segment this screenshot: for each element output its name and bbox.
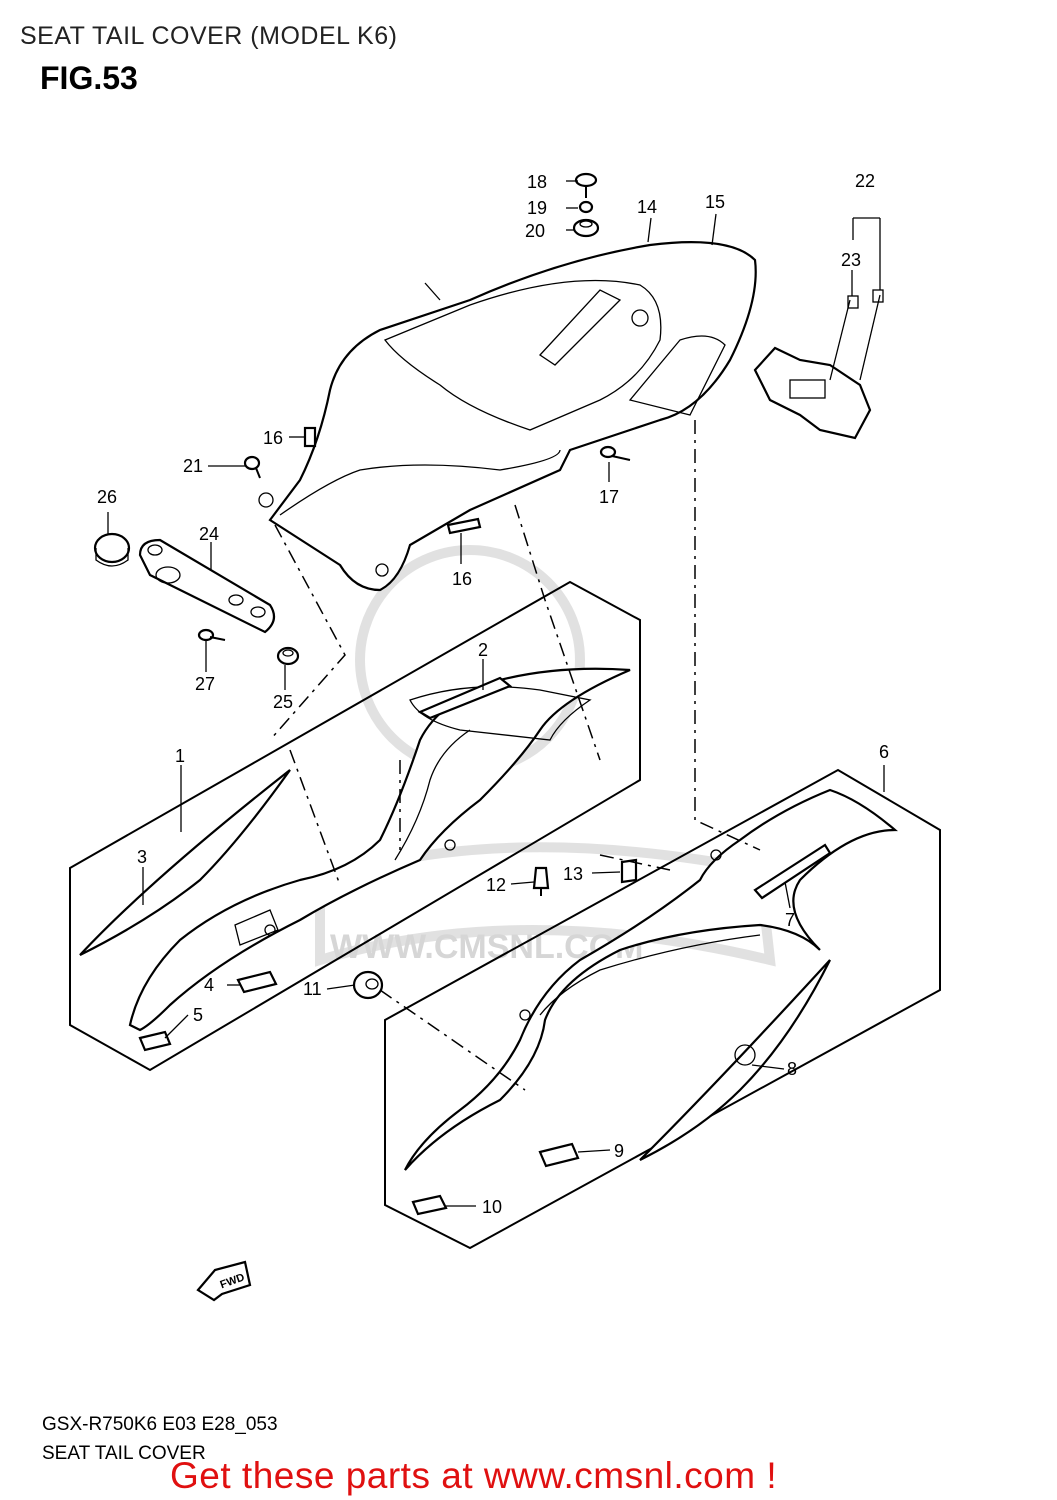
- figure-number: FIG.53: [40, 60, 138, 96]
- callout-9: 9: [614, 1141, 624, 1161]
- callout-17: 17: [599, 487, 619, 507]
- label-sticker-16a[interactable]: [303, 426, 317, 448]
- stripe-decal-3[interactable]: [79, 769, 291, 956]
- washer-19[interactable]: [578, 200, 594, 214]
- callout-23: 23: [841, 250, 861, 270]
- stripe-decal-8[interactable]: [639, 959, 831, 1161]
- collar-25[interactable]: [276, 646, 300, 666]
- bolt-18[interactable]: [574, 172, 598, 198]
- callout-16b: 16: [452, 569, 472, 589]
- tape-4[interactable]: [236, 970, 278, 994]
- screw-17[interactable]: [599, 445, 631, 461]
- callout-24: 24: [199, 524, 219, 544]
- clip-2[interactable]: [417, 676, 513, 720]
- tape-10[interactable]: [411, 1194, 448, 1216]
- callout-14: 14: [637, 197, 657, 217]
- promo-link-text[interactable]: Get these parts at www.cmsnl.com !: [170, 1455, 778, 1496]
- callout-15: 15: [705, 192, 725, 212]
- seat-tail-upper-cover[interactable]: [258, 241, 757, 592]
- callout-11: 11: [303, 979, 322, 999]
- right-side-cover-group: [384, 768, 941, 1250]
- tail-bracket-22[interactable]: [753, 289, 884, 440]
- callout-7: 7: [785, 910, 795, 930]
- callout-1: 1: [175, 746, 185, 766]
- callout-3: 3: [137, 847, 147, 867]
- callout-4: 4: [204, 975, 214, 995]
- label-sticker-16b[interactable]: [446, 517, 482, 535]
- callout-19: 19: [527, 198, 547, 218]
- cushion-11[interactable]: [352, 970, 384, 1000]
- callout-16a: 16: [263, 428, 283, 448]
- nut-13[interactable]: [620, 858, 638, 884]
- left-side-cover[interactable]: [128, 667, 631, 1032]
- cap-26[interactable]: [93, 532, 131, 567]
- callout-2: 2: [478, 640, 488, 660]
- callout-8: 8: [787, 1059, 797, 1079]
- callout-10: 10: [482, 1197, 502, 1217]
- assembly-guide-lines: [269, 420, 761, 1091]
- plate-24[interactable]: [138, 538, 276, 634]
- grommet-20[interactable]: [572, 218, 600, 238]
- fwd-direction-arrow: FWD: [196, 1260, 252, 1302]
- callout-leader-lines: [107, 180, 885, 1207]
- clip-7[interactable]: [753, 843, 832, 900]
- screw-21[interactable]: [243, 455, 261, 479]
- callout-5: 5: [193, 1005, 203, 1025]
- callout-22: 22: [855, 171, 875, 191]
- left-side-cover-group: [69, 580, 641, 1072]
- callout-13: 13: [563, 864, 583, 884]
- callout-25: 25: [273, 692, 293, 712]
- footer-section-name: SEAT TAIL COVER: [42, 1443, 206, 1464]
- screw-27[interactable]: [197, 628, 226, 642]
- callout-21: 21: [183, 456, 203, 476]
- page-header-title: SEAT TAIL COVER (MODEL K6): [20, 22, 398, 50]
- callout-18: 18: [527, 172, 547, 192]
- callout-numbers: 18 19 20 14 15 22 23 16 21 17 16 26 24 2…: [97, 171, 889, 1217]
- callout-12: 12: [486, 875, 506, 895]
- tape-9[interactable]: [538, 1142, 580, 1168]
- pin-12[interactable]: [532, 866, 550, 896]
- callout-20: 20: [525, 221, 545, 241]
- callout-6: 6: [879, 742, 889, 762]
- callout-26: 26: [97, 487, 117, 507]
- callout-27: 27: [195, 674, 215, 694]
- tape-5[interactable]: [138, 1030, 172, 1052]
- footer-model-code: GSX-R750K6 E03 E28_053: [42, 1414, 278, 1435]
